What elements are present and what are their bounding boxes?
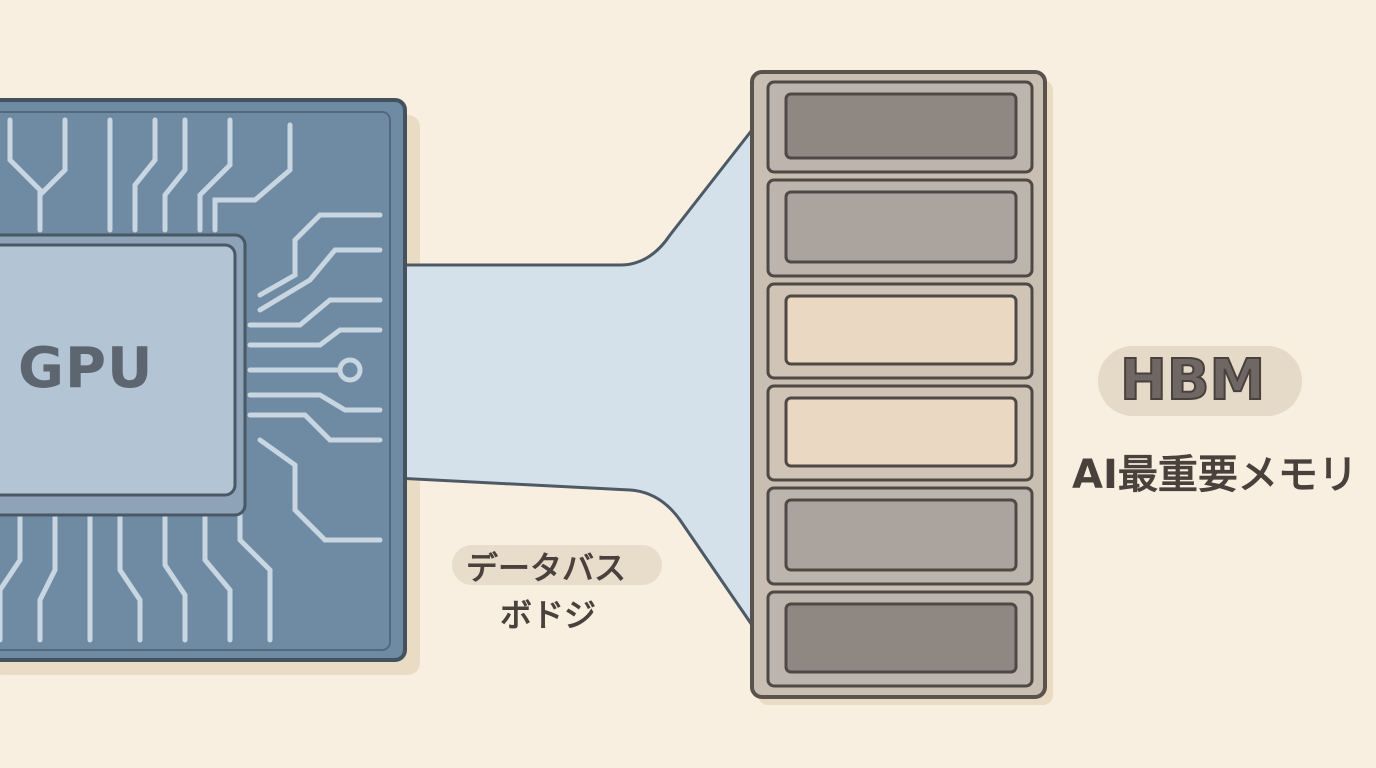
circuit-traces [0, 117, 383, 643]
gpu-label: GPU [18, 336, 154, 401]
hbm-subtitle: AI最重要メモリ [1072, 452, 1358, 498]
bus-label-pill [452, 545, 662, 585]
hbm-label-pill [1098, 346, 1302, 416]
bus-label-line2: ボドジ [500, 596, 597, 634]
bus-label-line1: データバス [466, 549, 627, 587]
hbm-title: HBM [1119, 347, 1266, 414]
gpu-die [0, 243, 237, 497]
hbm-layers [766, 80, 1034, 688]
